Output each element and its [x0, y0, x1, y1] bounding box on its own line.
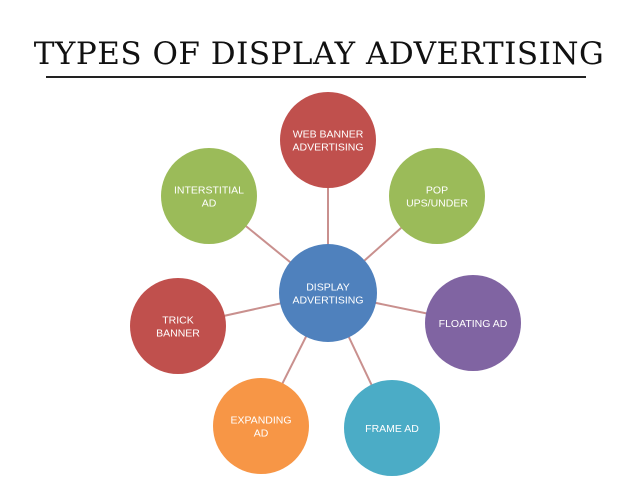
node-circle-web-banner [280, 92, 376, 188]
node-floating-ad-label-line: FLOATING AD [439, 318, 508, 330]
node-frame-ad: FRAME AD [344, 380, 440, 476]
page-title: TYPES OF DISPLAY ADVERTISING [33, 36, 605, 72]
node-circle-frame-ad [344, 380, 440, 476]
node-web-banner-label-line: WEB BANNER [293, 129, 364, 141]
node-floating-ad: FLOATING AD [425, 275, 521, 371]
node-interstitial-ad-label-line: INTERSTITIAL [174, 185, 244, 197]
node-circle-trick-banner [130, 278, 226, 374]
node-circle-floating-ad [425, 275, 521, 371]
center-node-label-line: DISPLAY [306, 282, 350, 294]
node-trick-banner-label-line: BANNER [156, 328, 200, 340]
node-frame-ad-label-line: FRAME AD [365, 423, 419, 435]
node-expanding-ad-label-line: AD [254, 428, 269, 440]
node-circle-interstitial-ad [161, 148, 257, 244]
node-trick-banner-label-line: TRICK [162, 315, 194, 327]
node-circle-pop-ups [389, 148, 485, 244]
node-pop-ups-label-line: UPS/UNDER [406, 198, 468, 210]
center-node-label-line: ADVERTISING [293, 295, 364, 307]
center-node-circle [279, 244, 377, 342]
node-expanding-ad-label-line: EXPANDING [230, 415, 291, 427]
node-web-banner-label-line: ADVERTISING [293, 142, 364, 154]
node-circle-expanding-ad [213, 378, 309, 474]
node-pop-ups-label-line: POP [426, 185, 448, 197]
title-underline [46, 76, 586, 78]
node-interstitial-ad-label-line: AD [202, 198, 217, 210]
nodes-layer: WEB BANNERADVERTISINGPOPUPS/UNDERFLOATIN… [130, 92, 521, 476]
